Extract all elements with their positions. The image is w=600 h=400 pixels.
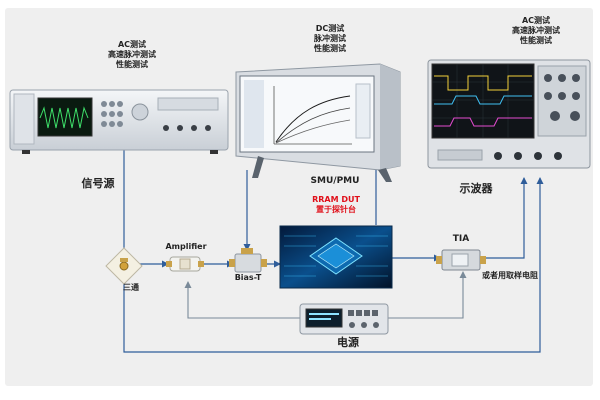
dut-label-line-2: 置于探针台 [316, 205, 356, 214]
signal-generator-tag-1: AC测试 [117, 40, 147, 49]
oscilloscope-instrument [427, 59, 591, 169]
dut-label-line-1: RRAM DUT [312, 195, 360, 204]
power-supply-label: 电源 [337, 336, 359, 349]
oscilloscope-tag-3: 性能测试 [520, 36, 552, 45]
tia-label: TIA [452, 234, 470, 244]
oscilloscope-label: 示波器 [459, 182, 493, 195]
smu-tag-1: DC测试 [315, 24, 345, 33]
wire-power-left [184, 281, 300, 319]
wire-power-right [388, 271, 467, 319]
power-supply-instrument [299, 303, 389, 335]
dut-label: RRAM DUT 置于探针台 [296, 195, 376, 215]
tia-alt-label: 或者用取样电阻 [482, 271, 538, 280]
wire-tia-to-scope [482, 177, 528, 259]
amplifier-label: Amplifier [165, 242, 207, 251]
power-wires [184, 271, 467, 319]
smu-instrument [235, 63, 401, 182]
bias-t-label: Bias-T [234, 273, 262, 282]
smu-tags: DC测试 脉冲测试 性能测试 [290, 24, 370, 54]
wire-splitter-to-scope [123, 177, 544, 353]
signal-generator-tag-3: 性能测试 [116, 60, 148, 69]
oscilloscope-tags: AC测试 高速脉冲测试 性能测试 [496, 16, 576, 46]
smu-tag-3: 性能测试 [314, 44, 346, 53]
signal-generator-tags: AC测试 高速脉冲测试 性能测试 [92, 40, 172, 70]
splitter-label: 三通 [123, 283, 139, 292]
tia-component [436, 249, 486, 271]
wires [120, 150, 544, 353]
oscilloscope-tag-1: AC测试 [521, 16, 551, 25]
signal-generator-label: 信号源 [81, 177, 115, 190]
smu-label: SMU/PMU [310, 176, 360, 186]
smu-tag-2: 脉冲测试 [314, 34, 346, 43]
rram-dut-chip [279, 225, 393, 289]
splitter-component [105, 247, 143, 285]
signal-generator-tag-2: 高速脉冲测试 [108, 50, 156, 59]
bias-t-component [229, 248, 267, 273]
oscilloscope-tag-2: 高速脉冲测试 [512, 26, 560, 35]
amplifier-component [166, 256, 204, 272]
signal-generator-instrument [9, 89, 229, 154]
